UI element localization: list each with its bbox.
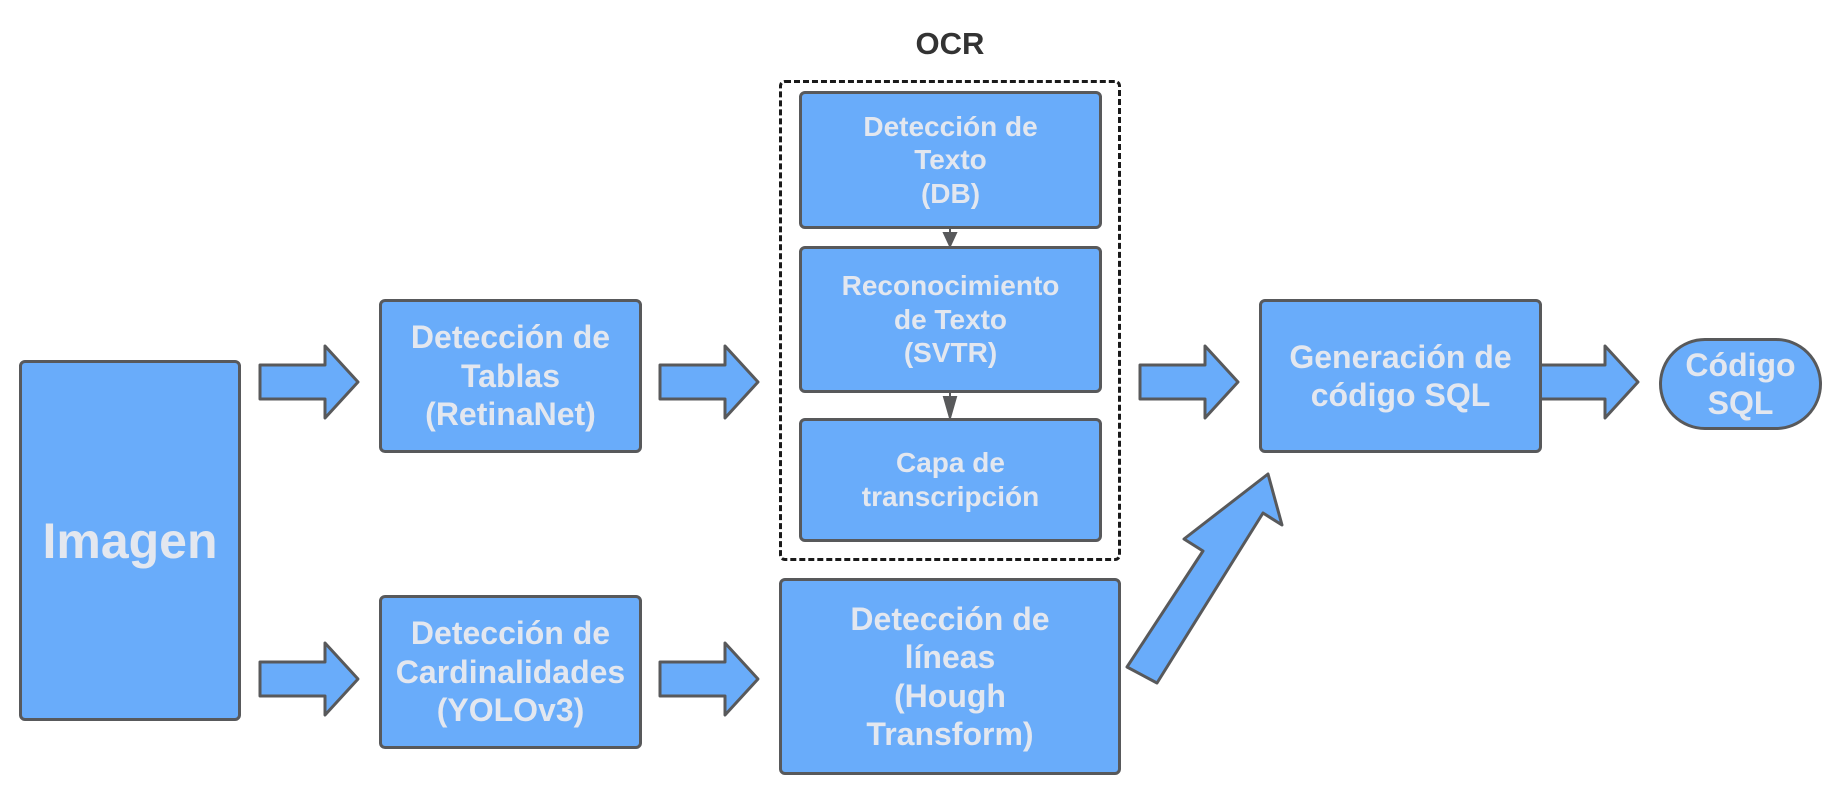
node-capa-line-1: Capa de [896, 447, 1005, 479]
node-cardinalidades-line-3: (YOLOv3) [436, 692, 585, 729]
node-capa-line-2: transcripción [861, 481, 1040, 512]
node-codigo-sql: Código SQL [1659, 338, 1822, 430]
node-deteccion-texto: Detección de Texto (DB) [799, 91, 1102, 229]
node-rectexto-line-2: de Texto [893, 303, 1008, 335]
node-lineas-line-2: líneas [904, 639, 996, 676]
node-dettexto-line-1: Detección de [863, 110, 1038, 142]
node-lineas-line-3: (Hough [894, 677, 1006, 714]
node-deteccion-lineas: Detección de líneas (Hough Transform) [779, 578, 1121, 775]
node-cardinalidades-line-2: Cardinalidades [395, 653, 626, 690]
node-rectexto-line-1: Reconocimiento [841, 270, 1060, 302]
node-generacion-sql: Generación de código SQL [1259, 299, 1542, 453]
node-generacion-line-1: Generación de [1289, 338, 1512, 375]
node-reconocimiento-texto: Reconocimiento de Texto (SVTR) [799, 246, 1102, 393]
node-imagen-label: Imagen [42, 512, 218, 569]
arrow-imagen-to-tablas [258, 344, 360, 420]
node-generacion-line-2: código SQL [1310, 377, 1491, 413]
arrow-tablas-to-ocr [658, 344, 760, 420]
node-codigo-line-1: Código [1685, 346, 1796, 383]
ocr-group-frame [779, 80, 1121, 561]
arrow-ocr-to-generacion [1138, 344, 1240, 420]
node-capa-transcripcion: Capa de transcripción [799, 418, 1102, 542]
node-codigo-line-2: SQL [1707, 385, 1774, 421]
arrowhead-dettexto-to-rectexto [942, 232, 958, 249]
node-tablas-line-1: Detección de [410, 319, 611, 356]
arrow-generacion-to-codigo [1538, 344, 1640, 420]
arrow-lineas-to-generacion [1125, 472, 1284, 685]
node-tablas-line-3: (RetinaNet) [425, 396, 596, 433]
ocr-group-label: OCR [915, 26, 985, 61]
arrow-cardinalidades-to-lineas [658, 641, 760, 717]
node-lineas-line-1: Detección de [850, 600, 1050, 637]
arrowhead-rectexto-to-capa [942, 396, 958, 422]
node-dettexto-line-2: Texto [914, 144, 987, 176]
node-dettexto-line-3: (DB) [920, 177, 981, 209]
node-rectexto-line-3: (SVTR) [903, 337, 998, 369]
node-imagen: Imagen [19, 360, 241, 721]
node-cardinalidades-line-1: Detección de [410, 615, 611, 652]
arrow-imagen-to-cardinalidades [258, 641, 360, 717]
node-lineas-line-4: Transform) [866, 715, 1034, 752]
node-tablas-line-2: Tablas [460, 357, 560, 394]
node-deteccion-cardinalidades: Detección de Cardinalidades (YOLOv3) [379, 595, 642, 749]
node-deteccion-tablas: Detección de Tablas (RetinaNet) [379, 299, 642, 453]
